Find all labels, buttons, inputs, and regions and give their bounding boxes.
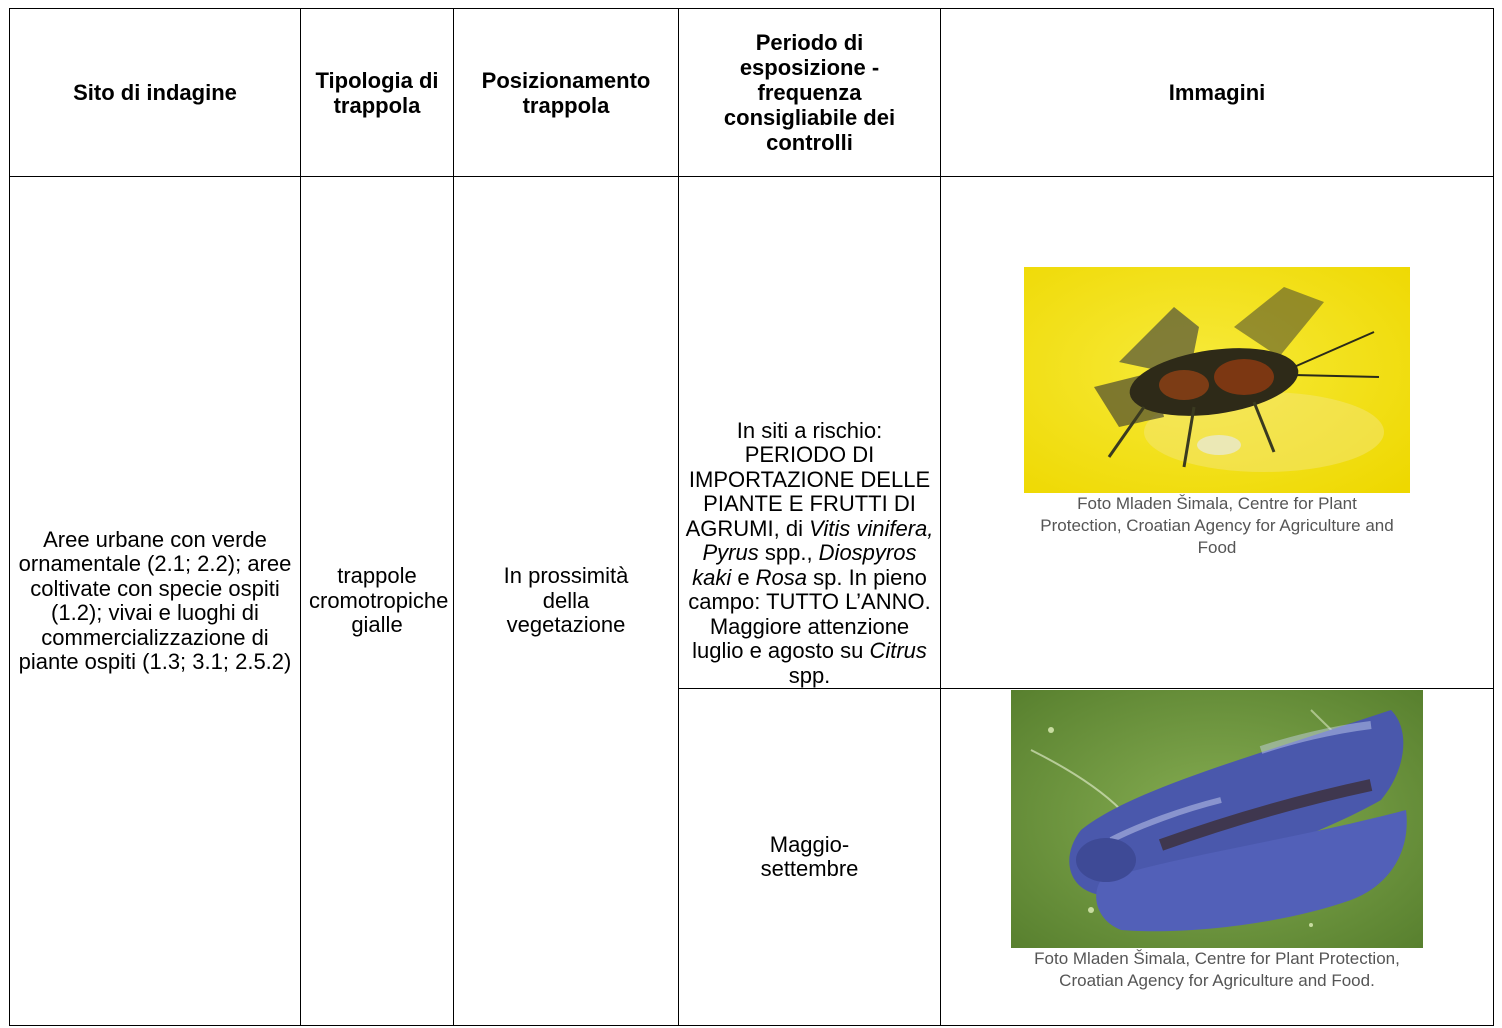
trap-type-text: trappole cromotropiche gialle [309, 563, 449, 638]
cell-trap-type: trappole cromotropiche gialle [300, 176, 454, 1026]
cell-site: Aree urbane con verde ornamentale (2.1; … [9, 176, 301, 1026]
header-positioning: Posizionamento trappola [453, 8, 679, 177]
header-period: Periodo di esposizione - frequenza consi… [678, 8, 941, 177]
cell-period-2: Maggio-settembre [678, 688, 941, 1026]
table-header-row: Sito di indagine Tipologia di trappola P… [9, 8, 1494, 177]
insect-photo-2 [1011, 690, 1423, 948]
cell-positioning: In prossimità della vegetazione [453, 176, 679, 1026]
table-row: Aree urbane con verde ornamentale (2.1; … [9, 176, 1494, 1026]
table-row: Maggio-settembre [10, 688, 1494, 1026]
header-images: Immagini [940, 8, 1494, 177]
period-2-text: Maggio-settembre [760, 831, 859, 881]
photo-caption-2: Foto Mladen Šimala, Centre for Plant Pro… [1034, 949, 1400, 990]
positioning-text: In prossimità della vegetazione [503, 563, 629, 638]
cell-image-1: Foto Mladen Šimala, Centre for Plant Pro… [940, 176, 1494, 689]
site-text: Aree urbane con verde ornamentale (2.1; … [18, 526, 292, 674]
cell-period-1: In siti a rischio: PERIODO DI IMPORTAZIO… [678, 176, 941, 689]
header-trap-type: Tipologia di trappola [300, 8, 454, 177]
photo-caption-1: Foto Mladen Šimala, Centre for Plant Pro… [1040, 494, 1394, 557]
period-1-text: In siti a rischio: PERIODO DI IMPORTAZIO… [685, 417, 934, 688]
cell-image-2: Foto Mladen Šimala, Centre for Plant Pro… [940, 688, 1494, 1026]
header-site: Sito di indagine [9, 8, 301, 177]
insect-photo-1 [1024, 267, 1410, 493]
monitoring-table: Sito di indagine Tipologia di trappola P… [9, 8, 1494, 1026]
